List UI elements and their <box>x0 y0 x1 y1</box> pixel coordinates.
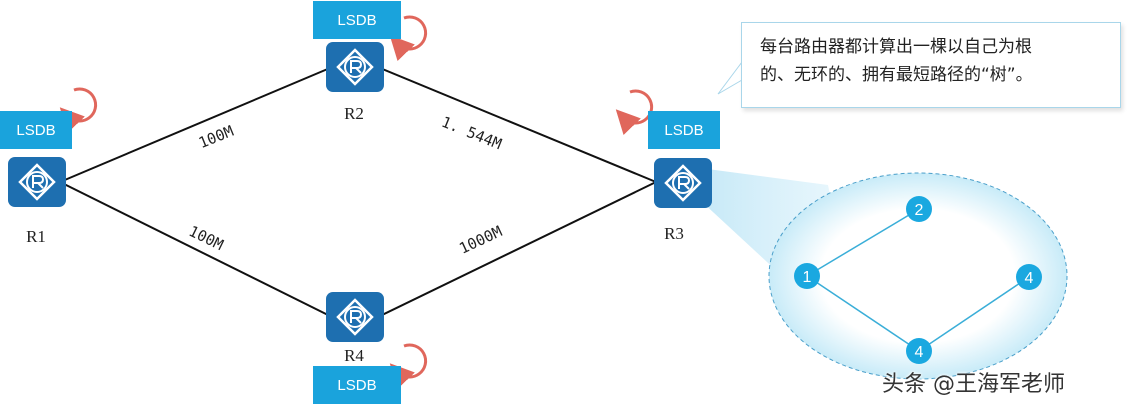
router-r2-icon <box>326 42 384 92</box>
router-label-r3: R3 <box>664 224 684 243</box>
router-label-r4: R4 <box>344 346 364 365</box>
callout-line-2: 的、无环的、拥有最短路径的“树”。 <box>760 65 1033 85</box>
tree-node-2: 2 <box>906 196 932 222</box>
svg-text:4: 4 <box>1025 270 1034 287</box>
tree-edge-1-4 <box>806 275 920 352</box>
watermark-text: 头条 @王海军老师 <box>882 372 1065 397</box>
lsdb-box-r2: LSDB <box>313 1 401 39</box>
tree-node-4-bottom: 4 <box>906 338 932 364</box>
refresh-icon-r4 <box>389 343 428 389</box>
tree-node-4-right: 4 <box>1016 264 1042 290</box>
svg-text:1: 1 <box>803 269 812 286</box>
tree-node-1: 1 <box>794 263 820 289</box>
svg-text:2: 2 <box>915 202 924 219</box>
tree-edge-1-2 <box>806 208 920 277</box>
lsdb-box-r3: LSDB <box>648 111 720 149</box>
refresh-icon-r2 <box>389 15 428 61</box>
link-r1-r2 <box>59 67 331 183</box>
callout-line-1: 每台路由器都计算出一棵以自己为根 <box>760 37 1032 57</box>
router-r3-icon <box>654 158 712 208</box>
refresh-icon-r1 <box>59 87 98 133</box>
svg-text:4: 4 <box>915 344 924 361</box>
tree-edge-4-4 <box>918 276 1030 352</box>
link-r4-r3 <box>379 181 657 317</box>
link-r2-r3 <box>379 67 657 183</box>
router-label-r1: R1 <box>26 227 46 246</box>
refresh-icon-r3 <box>615 89 654 135</box>
spf-tree-bubble <box>768 172 1068 380</box>
callout-pointer <box>717 60 743 95</box>
router-r4-icon <box>326 292 384 342</box>
lsdb-box-r1: LSDB <box>0 111 72 149</box>
spf-tree-callout: 每台路由器都计算出一棵以自己为根 的、无环的、拥有最短路径的“树”。 <box>741 22 1121 108</box>
router-r1-icon <box>8 157 66 207</box>
link-r1-r4 <box>59 181 331 317</box>
router-label-r2: R2 <box>344 104 364 123</box>
lsdb-box-r4: LSDB <box>313 366 401 404</box>
